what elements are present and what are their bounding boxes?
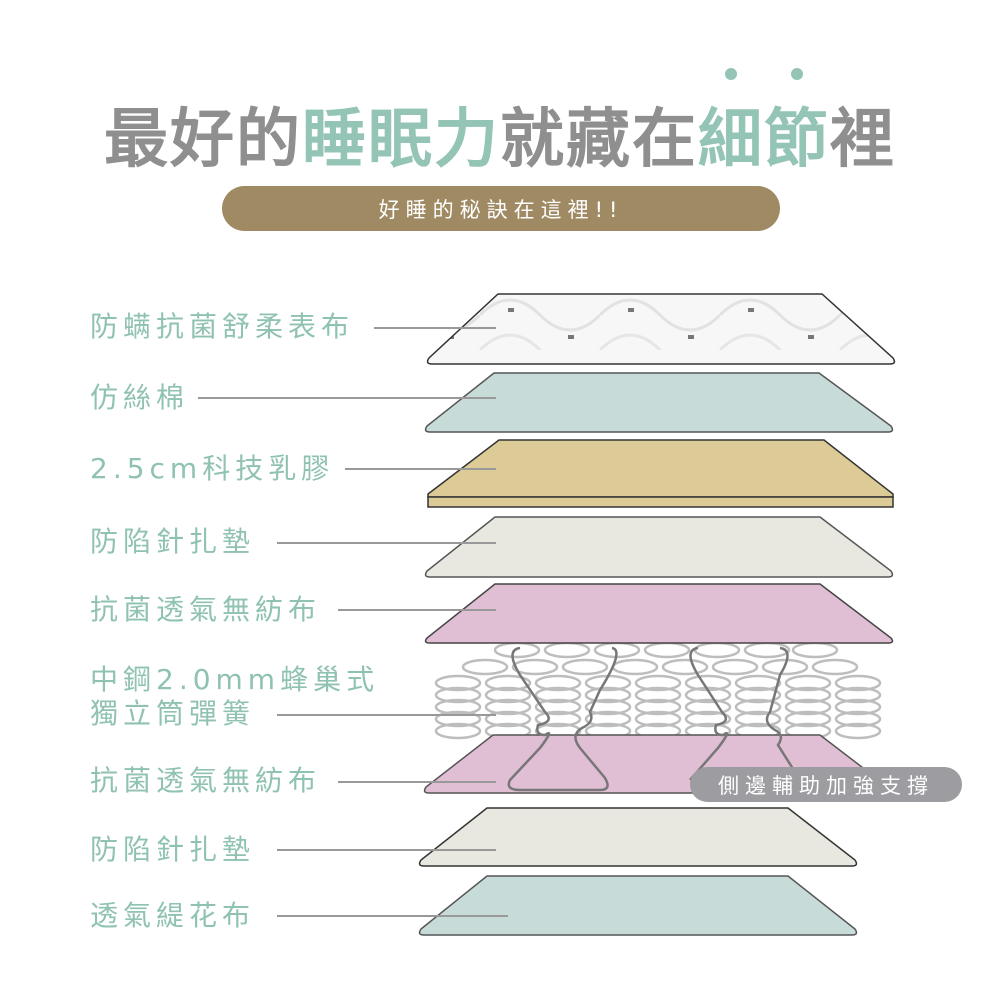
label-jacquard: 透氣緹花布 [90,899,256,932]
headline-part-4: 細 [698,68,764,180]
headline-part-2: 睡眠力 [302,103,500,177]
label-top-fabric: 防螨抗菌舒柔表布 [90,310,355,343]
side-support-badge: 側邊輔助加強支撐 [690,767,962,802]
accent-dot-icon [725,68,737,80]
layer-latex [427,439,894,498]
leader-line [338,609,496,611]
layer-nonwoven-upper [424,583,894,644]
leader-line [345,468,496,470]
leader-line [277,849,496,851]
layer-latex-edge [427,496,894,508]
label-latex: 2.5cm科技乳膠 [90,452,335,485]
label-silk-cotton: 仿絲棉 [90,381,190,414]
label-nonwoven-upper: 抗菌透氣無紡布 [90,593,322,626]
headline-char-jie: 節 [764,103,830,177]
headline-char-xi: 細 [698,103,764,177]
leader-line [277,542,496,544]
leader-line [277,714,496,716]
label-pad-upper: 防陷針扎墊 [90,525,256,558]
headline: 最好的睡眠力 就藏在細節裡 [0,68,1000,180]
leader-line [374,327,496,329]
layer-pad-upper [424,516,894,578]
label-springs-line1: 中鋼2.0mm蜂巢式 [90,663,380,696]
leader-line [338,781,496,783]
leader-line [277,915,508,917]
accent-dot-icon [791,68,803,80]
headline-part-5: 節 [764,68,830,180]
layer-pad-lower [418,807,858,867]
layer-jacquard [418,875,858,936]
layer-silk-cotton [424,372,894,433]
headline-part-3: 就藏在 [500,103,698,177]
pocket-springs [434,641,882,740]
headline-part-1: 最好的 [104,103,302,177]
leader-line [198,397,496,399]
layer-top-fabric [426,293,896,365]
label-nonwoven-lower: 抗菌透氣無紡布 [90,764,322,797]
side-support-frames [507,646,802,792]
label-pad-lower: 防陷針扎墊 [90,833,256,866]
headline-part-6: 裡 [830,103,896,177]
subtitle-pill: 好睡的秘訣在這裡!! [222,186,780,231]
label-springs-line2: 獨立筒彈簧 [90,697,256,730]
